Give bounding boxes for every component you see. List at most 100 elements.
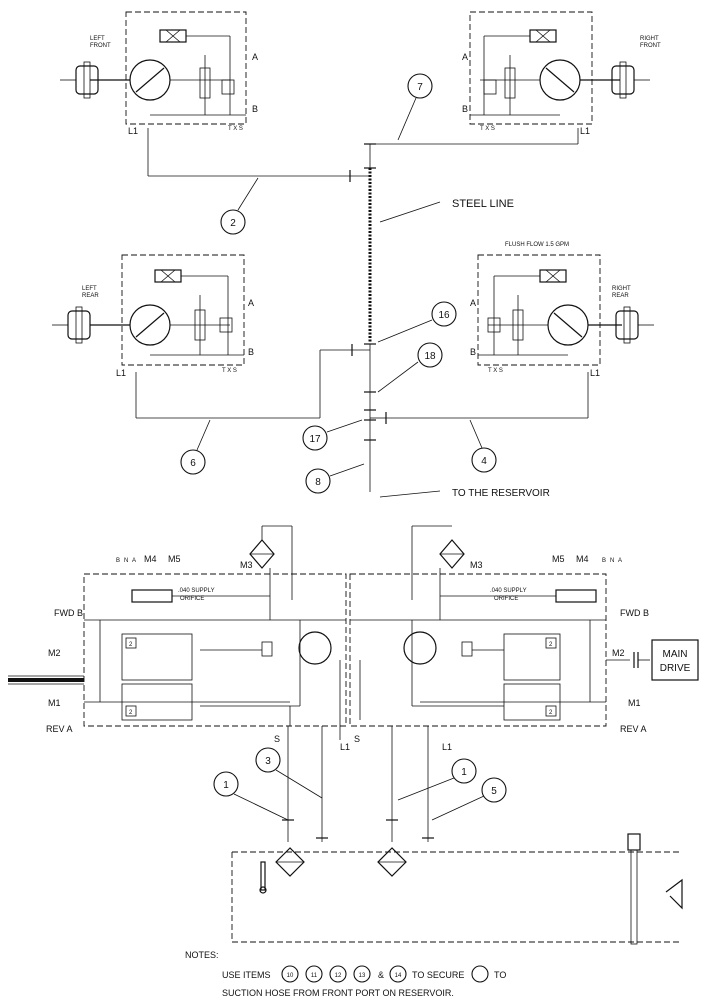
- notes-to-secure: TO SECURE: [412, 970, 464, 980]
- callout-7: [407, 73, 433, 99]
- note-item-12-label: 12: [335, 973, 342, 979]
- callout-2-label: 2: [230, 218, 236, 229]
- callout-17-label: 17: [309, 434, 321, 445]
- steel-line-leader: [379, 201, 441, 223]
- callout-4-label: 4: [481, 456, 487, 467]
- left-bna-b: B: [116, 558, 120, 564]
- right-fwd-b: FWD B: [620, 608, 649, 618]
- lr-port-b: B: [248, 347, 254, 357]
- left-rear-wheel-motor: [52, 254, 245, 366]
- left-supply-orifice-1: .040 SUPPLY: [178, 588, 215, 594]
- right-supply-orifice-2: ORIFICE: [494, 596, 518, 602]
- note-item-13: [353, 965, 371, 983]
- lr-port-txs: T X S: [222, 368, 237, 374]
- note-item-10-label: 10: [287, 973, 294, 979]
- rf-port-l1: L1: [580, 126, 590, 136]
- right-pump-box-2-top-label: 2: [549, 642, 553, 648]
- callout-5: [481, 777, 507, 803]
- main-drive-box: [651, 639, 699, 681]
- note-item-12: [329, 965, 347, 983]
- right-bna-a: A: [618, 558, 622, 564]
- steel-line-label: STEEL LINE: [452, 198, 514, 210]
- callout-3: [255, 747, 281, 773]
- to-reservoir-label: TO THE RESERVOIR: [452, 488, 550, 499]
- notes-and: &: [378, 970, 384, 980]
- note-item-14: [389, 965, 407, 983]
- callout-3-label: 3: [265, 756, 271, 767]
- callout-4: [471, 447, 497, 473]
- flush-flow-note: FLUSH FLOW 1.5 GPM: [505, 242, 569, 248]
- lr-port-a: A: [248, 298, 254, 308]
- right-pump-assembly: [349, 525, 650, 842]
- left-m2: M2: [48, 648, 61, 658]
- lf-port-l1: L1: [128, 126, 138, 136]
- callout-1-right-label: 1: [461, 767, 467, 778]
- left-bna-n: N: [124, 558, 128, 564]
- right-m2: M2: [612, 648, 625, 658]
- case-drain-lines: [135, 128, 589, 492]
- callout-1-left-label: 1: [223, 780, 229, 791]
- rf-port-b: B: [462, 104, 468, 114]
- note-item-11: [305, 965, 323, 983]
- main-drive-label-1: MAIN: [663, 649, 688, 660]
- left-fwd-b: FWD B: [54, 608, 83, 618]
- right-m1: M1: [628, 698, 641, 708]
- callout-8: [305, 468, 331, 494]
- left-m5: M5: [168, 554, 181, 564]
- left-l1-port: L1: [340, 742, 350, 752]
- right-pump-box-2-top: [545, 637, 557, 649]
- left-pump-box-2-top-label: 2: [129, 642, 133, 648]
- note-item-14-label: 14: [395, 973, 402, 979]
- left-supply-orifice-2: ORIFICE: [180, 596, 204, 602]
- right-m4: M4: [576, 554, 589, 564]
- callout-2: [220, 209, 246, 235]
- lf-port-txs: T X S: [228, 126, 243, 132]
- left-pump-box-2-bottom: [125, 705, 137, 717]
- left-m4: M4: [144, 554, 157, 564]
- main-drive-label-2: DRIVE: [660, 663, 691, 674]
- note-item-11-label: 11: [311, 973, 318, 979]
- notes-heading: NOTES:: [185, 950, 219, 960]
- right-m3: M3: [470, 560, 483, 570]
- left-pump-assembly: [8, 525, 347, 842]
- callout-8-label: 8: [315, 477, 321, 488]
- right-rear-wheel-motor: [477, 254, 654, 366]
- rf-port-a: A: [462, 52, 468, 62]
- callout-16: [431, 301, 457, 327]
- callout-18: [417, 342, 443, 368]
- right-front-wheel-motor: [469, 11, 650, 125]
- note-item-10: [281, 965, 299, 983]
- lr-port-l1: L1: [116, 368, 126, 378]
- notes-line2: SUCTION HOSE FROM FRONT PORT ON RESERVOI…: [222, 988, 454, 998]
- note-item-13-label: 13: [359, 973, 366, 979]
- left-rev-a: REV A: [46, 724, 73, 734]
- left-s-port: S: [274, 734, 280, 744]
- callout-5-label: 5: [491, 786, 497, 797]
- right-bna-b: B: [602, 558, 606, 564]
- lf-port-a: A: [252, 52, 258, 62]
- left-pump-box-2-bottom-label: 2: [129, 710, 133, 716]
- right-pump-box-2-bottom-label: 2: [549, 710, 553, 716]
- callout-17: [302, 425, 328, 451]
- left-m3: M3: [240, 560, 253, 570]
- to-reservoir-leader: [379, 490, 441, 498]
- notes-line1-prefix: USE ITEMS: [222, 970, 271, 980]
- right-supply-orifice-1: .040 SUPPLY: [490, 588, 527, 594]
- right-bna-n: N: [610, 558, 614, 564]
- left-bna-a: A: [132, 558, 136, 564]
- left-pump-box-2-top: [125, 637, 137, 649]
- callout-6-label: 6: [190, 458, 196, 469]
- right-m5: M5: [552, 554, 565, 564]
- right-s-port: S: [354, 734, 360, 744]
- rr-port-l1: L1: [590, 368, 600, 378]
- callout-1-right: [451, 758, 477, 784]
- callout-6: [180, 449, 206, 475]
- notes-to: TO: [494, 970, 506, 980]
- left-front-wheel-motor: [60, 11, 247, 125]
- lf-port-b: B: [252, 104, 258, 114]
